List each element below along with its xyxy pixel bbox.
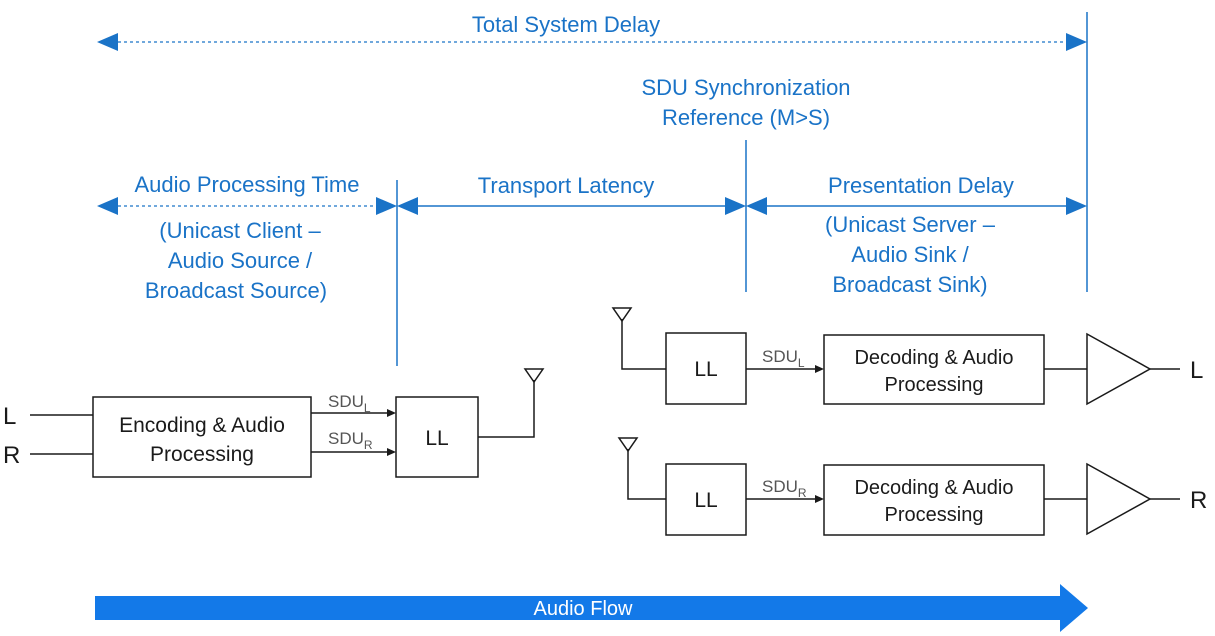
arrowhead-right-icon [725,197,746,215]
encoder-box [92,396,312,478]
presentation-delay-span: Presentation Delay (Unicast Server – Aud… [746,173,1087,297]
audio-processing-span: Audio Processing Time (Unicast Client – … [97,172,397,303]
source-note-line2: Audio Source / [168,248,313,273]
sdu-left-label: SDUL [328,392,371,415]
source-chain: L R Encoding & Audio Processing SDUL SDU… [3,368,545,478]
arrowhead-right-icon [1066,197,1087,215]
audio-flow-label: Audio Flow [534,598,633,620]
arrowhead-right-icon [376,197,397,215]
sink-right-ll-label: LL [694,489,717,512]
sink-right-decoder-line2: Processing [885,504,984,526]
transport-latency-label: Transport Latency [478,173,655,198]
antenna-icon [617,437,639,453]
arrowhead-icon [815,495,824,503]
arrowhead-left-icon [97,197,118,215]
sink-left-sdu-label: SDUL [762,347,805,370]
arrowhead-icon [815,365,824,373]
source-antenna-wire [478,380,535,438]
sink-right-decoder-box [823,464,1045,536]
input-right-label: R [3,442,20,469]
encoder-label-line2: Processing [150,443,254,466]
sink-right-antenna-wire [627,449,666,500]
sync-reference-label-line2: Reference (M>S) [662,105,830,130]
sink-left-ll-label: LL [694,358,717,381]
arrowhead-left-icon [746,197,767,215]
source-ll-box [395,396,479,478]
audio-processing-label: Audio Processing Time [135,172,360,197]
sink-note-line3: Broadcast Sink) [832,272,987,297]
arrowhead-icon [387,409,396,417]
sink-note-line1: (Unicast Server – [825,212,996,237]
arrowhead-icon [387,448,396,456]
sink-right-ll-box [665,463,747,536]
amplifier-icon [1086,332,1152,406]
arrowhead-right-icon [1066,33,1087,51]
antenna-icon [523,368,545,384]
source-note-line3: Broadcast Source) [145,278,327,303]
sink-note-line2: Audio Sink / [851,242,969,267]
sink-left-decoder-box [823,334,1045,405]
antenna-icon [611,307,633,323]
sink-left-decoder-line1: Decoding & Audio [854,347,1013,369]
output-left-label: L [1190,357,1203,384]
presentation-delay-label: Presentation Delay [828,173,1014,198]
input-left-label: L [3,403,16,430]
sink-right-sdu-label: SDUR [762,477,807,500]
amplifier-icon [1086,462,1152,536]
sink-left-decoder-line2: Processing [885,374,984,396]
sdu-right-label: SDUR [328,429,373,452]
total-delay-span: Total System Delay [97,12,1087,51]
source-ll-label: LL [425,427,448,450]
encoder-label-line1: Encoding & Audio [119,414,285,437]
total-delay-label: Total System Delay [472,12,660,37]
sink-chain-right: LL SDUR Decoding & Audio Processing R [617,437,1207,536]
sink-right-decoder-line1: Decoding & Audio [854,477,1013,499]
arrowhead-left-icon [397,197,418,215]
arrowhead-left-icon [97,33,118,51]
sink-left-antenna-wire [621,319,666,370]
sink-chain-left: LL SDUL Decoding & Audio Processing L [611,307,1203,406]
transport-latency-span: Transport Latency [397,173,746,215]
source-note-line1: (Unicast Client – [159,218,321,243]
output-right-label: R [1190,487,1207,514]
audio-flow-shape [95,584,1088,632]
sync-reference-label-line1: SDU Synchronization [641,75,850,100]
audio-flow-arrow: Audio Flow [95,584,1088,632]
